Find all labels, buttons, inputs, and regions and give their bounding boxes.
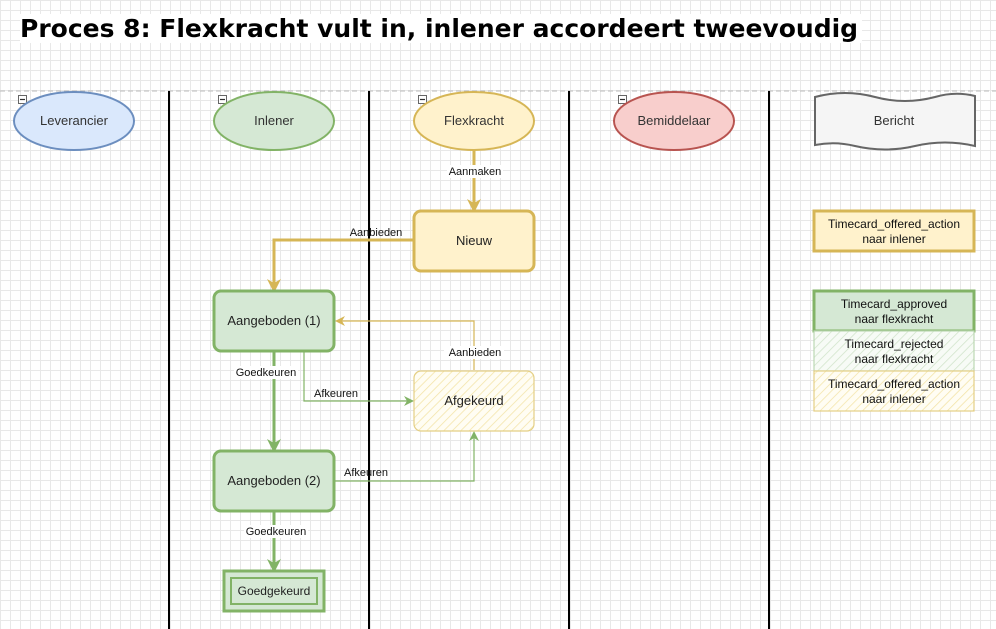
node-label-aangeboden-2: Aangeboden (2): [227, 473, 320, 488]
lane-flexkracht[interactable]: Flexkracht: [413, 91, 535, 151]
message-line: naar flexkracht: [855, 312, 934, 326]
node-aangeboden-1[interactable]: Aangeboden (1): [212, 289, 336, 353]
edge-label-aanbieden-1: Aanbieden: [350, 227, 403, 239]
node-label-goedgekeurd: Goedgekeurd: [238, 584, 311, 598]
lane-label-flexkracht: Flexkracht: [444, 113, 504, 128]
message-approved[interactable]: Timecard_approved naar flexkracht: [812, 289, 976, 333]
node-label-afgekeurd: Afgekeurd: [444, 393, 503, 408]
edge-aanbieden-2[interactable]: [335, 316, 475, 370]
message-line: naar inlener: [862, 392, 925, 406]
node-aangeboden-2[interactable]: Aangeboden (2): [212, 449, 336, 513]
node-goedgekeurd[interactable]: Goedgekeurd: [222, 569, 326, 613]
lane-leverancier[interactable]: Leverancier: [13, 91, 135, 151]
message-line: naar inlener: [862, 232, 925, 246]
message-offered-1[interactable]: Timecard_offered_action naar inlener: [812, 209, 976, 253]
lane-label-bericht: Bericht: [874, 113, 915, 128]
lane-label-inlener: Inlener: [254, 113, 294, 128]
message-offered-2[interactable]: Timecard_offered_action naar inlener: [813, 370, 975, 412]
node-nieuw[interactable]: Nieuw: [412, 209, 536, 273]
edge-label-aanbieden-2: Aanbieden: [449, 347, 502, 359]
lane-bemiddelaar[interactable]: Bemiddelaar: [613, 91, 735, 151]
edge-label-aanmaken: Aanmaken: [449, 166, 502, 178]
lane-label-bemiddelaar: Bemiddelaar: [638, 113, 712, 128]
edge-label-afkeuren-2: Afkeuren: [344, 467, 388, 479]
node-label-aangeboden-1: Aangeboden (1): [227, 313, 320, 328]
page-title: Proces 8: Flexkracht vult in, inlener ac…: [20, 14, 863, 43]
node-afgekeurd[interactable]: Afgekeurd: [413, 370, 535, 432]
message-line: Timecard_offered_action: [828, 377, 960, 391]
node-label-nieuw: Nieuw: [456, 233, 493, 248]
edge-label-afkeuren-1: Afkeuren: [314, 388, 358, 400]
edge-label-goedkeuren-2: Goedkeuren: [246, 526, 307, 538]
edge-label-goedkeuren-1: Goedkeuren: [236, 367, 297, 379]
edge-aanbieden-1[interactable]: [267, 238, 414, 293]
lane-label-leverancier: Leverancier: [40, 113, 109, 128]
lane-bericht[interactable]: Bericht: [814, 92, 976, 151]
edge-afkeuren-1[interactable]: [303, 351, 414, 406]
lane-inlener[interactable]: Inlener: [213, 91, 335, 151]
collapse-minus-icon[interactable]: [618, 95, 627, 104]
message-line: naar flexkracht: [855, 352, 934, 366]
message-rejected[interactable]: Timecard_rejected naar flexkracht: [813, 330, 975, 372]
collapse-minus-icon[interactable]: [18, 95, 27, 104]
message-line: Timecard_offered_action: [828, 217, 960, 231]
edge-afkeuren-2[interactable]: [334, 431, 479, 482]
collapse-minus-icon[interactable]: [418, 95, 427, 104]
message-line: Timecard_approved: [841, 297, 947, 311]
message-line: Timecard_rejected: [845, 337, 944, 351]
collapse-minus-icon[interactable]: [218, 95, 227, 104]
